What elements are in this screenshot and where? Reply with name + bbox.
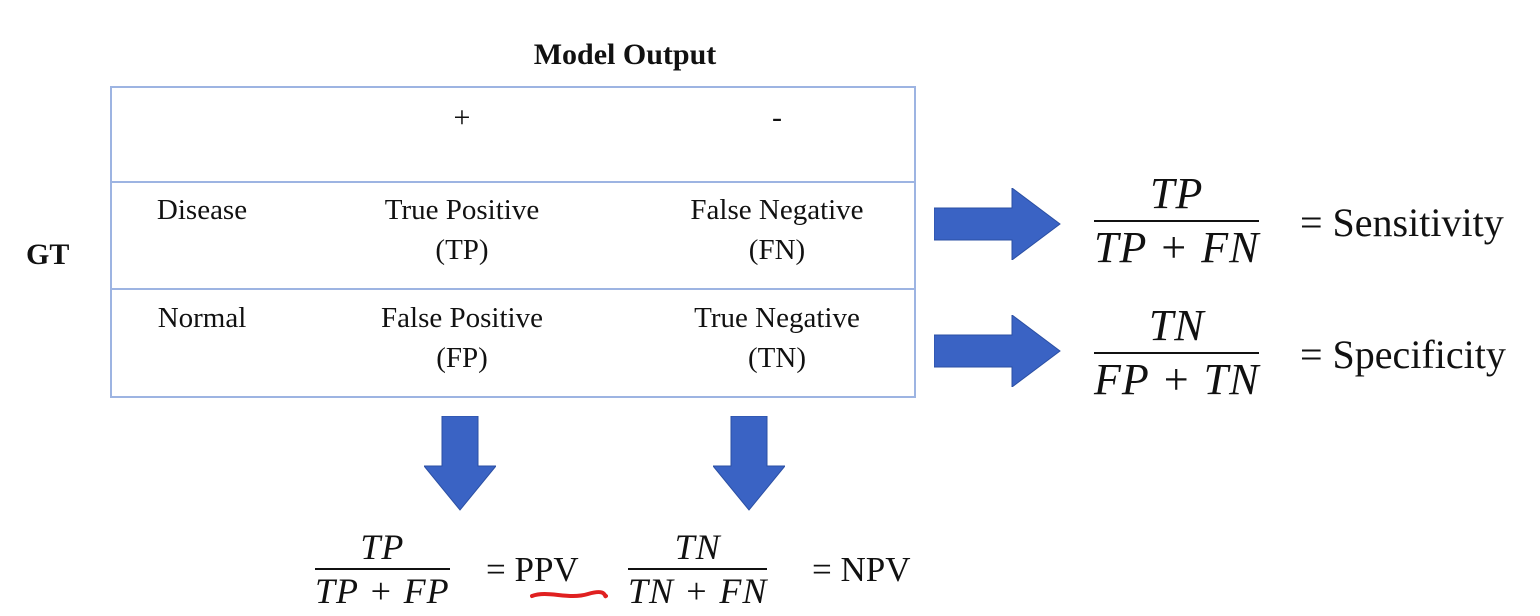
model-output-title: Model Output xyxy=(533,38,717,71)
cell-true-positive: True Positive (TP) xyxy=(337,190,587,270)
fraction-denominator: TP + FN xyxy=(1094,223,1260,272)
arrow-right-icon xyxy=(934,188,1061,260)
cell-line: False Positive xyxy=(381,302,543,334)
npv-result: = NPV xyxy=(812,550,911,589)
ppv-fraction: TP TP + FP xyxy=(315,526,450,612)
sensitivity-fraction: TP TP + FN xyxy=(1094,168,1260,274)
cell-false-positive: False Positive (FP) xyxy=(337,298,587,378)
cell-line: (TP) xyxy=(435,234,489,266)
npv-fraction: TN TN + FN xyxy=(628,526,768,612)
fraction-numerator: TN xyxy=(1148,301,1205,350)
fraction-bar xyxy=(628,568,768,570)
fraction-numerator: TN xyxy=(674,527,721,567)
fraction-bar xyxy=(1094,220,1260,222)
table-divider xyxy=(112,288,914,290)
col-header-positive: + xyxy=(453,101,471,134)
cell-false-negative: False Negative (FN) xyxy=(647,190,907,270)
specificity-fraction: TN FP + TN xyxy=(1094,300,1260,406)
table-divider xyxy=(112,181,914,183)
fraction-denominator: FP + TN xyxy=(1094,355,1260,404)
cell-line: (FN) xyxy=(748,234,806,266)
sensitivity-result: = Sensitivity xyxy=(1300,200,1504,245)
cell-true-negative: True Negative (TN) xyxy=(647,298,907,378)
cell-line: (FP) xyxy=(436,342,488,374)
red-underline-annotation xyxy=(530,590,608,599)
fraction-bar xyxy=(315,568,450,570)
row-label-normal: Normal xyxy=(157,302,247,334)
confusion-matrix-table: + - Disease True Positive (TP) False Neg… xyxy=(110,86,916,398)
ppv-result: = PPV xyxy=(486,550,579,589)
fraction-numerator: TP xyxy=(1150,169,1204,218)
gt-label: GT xyxy=(26,238,70,271)
col-header-negative: - xyxy=(772,101,782,134)
specificity-result: = Specificity xyxy=(1300,332,1506,377)
arrow-down-icon xyxy=(424,416,496,511)
fraction-bar xyxy=(1094,352,1260,354)
arrow-down-icon xyxy=(713,416,785,511)
fraction-denominator: TP + FP xyxy=(315,571,450,611)
cell-line: (TN) xyxy=(748,342,806,374)
cell-line: False Negative xyxy=(690,194,864,226)
cell-line: True Negative xyxy=(694,302,860,334)
arrow-right-icon xyxy=(934,315,1061,387)
fraction-numerator: TP xyxy=(360,527,405,567)
fraction-denominator: TN + FN xyxy=(628,571,768,611)
cell-line: True Positive xyxy=(384,194,540,226)
row-label-disease: Disease xyxy=(156,194,248,226)
